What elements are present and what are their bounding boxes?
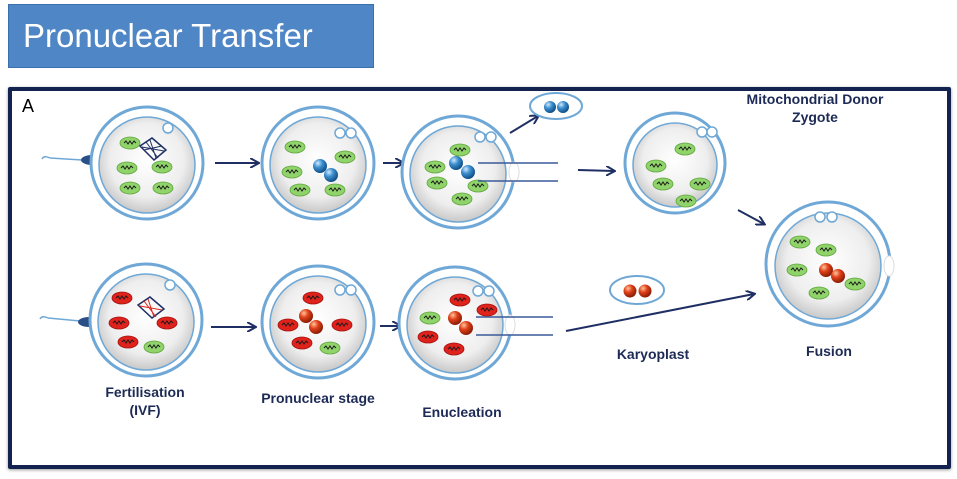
removed-pronuclei — [529, 92, 583, 120]
label-fertilisation-line1: Fertilisation — [105, 384, 185, 400]
arrow-to-fusion-bottom — [565, 294, 754, 332]
spindle-icon — [136, 296, 166, 319]
label-karyoplast: Karyoplast — [616, 346, 690, 362]
zygote-bottom-enucleation — [397, 265, 553, 381]
zygote-bottom-pronuclear — [260, 264, 376, 380]
panel-letter: A — [22, 96, 35, 116]
fusion-zygote — [764, 200, 895, 328]
slide-title: Pronuclear Transfer — [23, 17, 313, 54]
label-fusion: Fusion — [806, 343, 852, 359]
oocyte-top-fertilisation — [41, 105, 205, 221]
label-pronuclear-stage: Pronuclear stage — [261, 390, 375, 406]
label-enucleation: Enucleation — [422, 404, 502, 420]
arrow-to-fusion-top — [737, 209, 764, 224]
spindle-icon — [138, 137, 168, 162]
karyoplast — [609, 275, 665, 305]
arrow-to-removed-pronuclei — [509, 116, 538, 134]
label-mito-donor: Mitochondrial Donor Zygote — [722, 90, 908, 126]
zygote-top-pronuclear — [260, 105, 376, 221]
label-mito-donor-line2: Zygote — [792, 109, 838, 125]
label-fertilisation: Fertilisation (IVF) — [82, 383, 208, 419]
label-mito-donor-line1: Mitochondrial Donor — [746, 91, 884, 107]
label-fertilisation-line2: (IVF) — [129, 402, 161, 418]
donor-zygote-enucleated — [623, 111, 727, 215]
oocyte-bottom-fertilisation — [39, 262, 204, 378]
figure-frame — [8, 87, 951, 469]
title-banner: Pronuclear Transfer — [8, 4, 374, 68]
arrow-top-3 — [577, 170, 614, 171]
zygote-top-enucleation — [400, 114, 558, 230]
